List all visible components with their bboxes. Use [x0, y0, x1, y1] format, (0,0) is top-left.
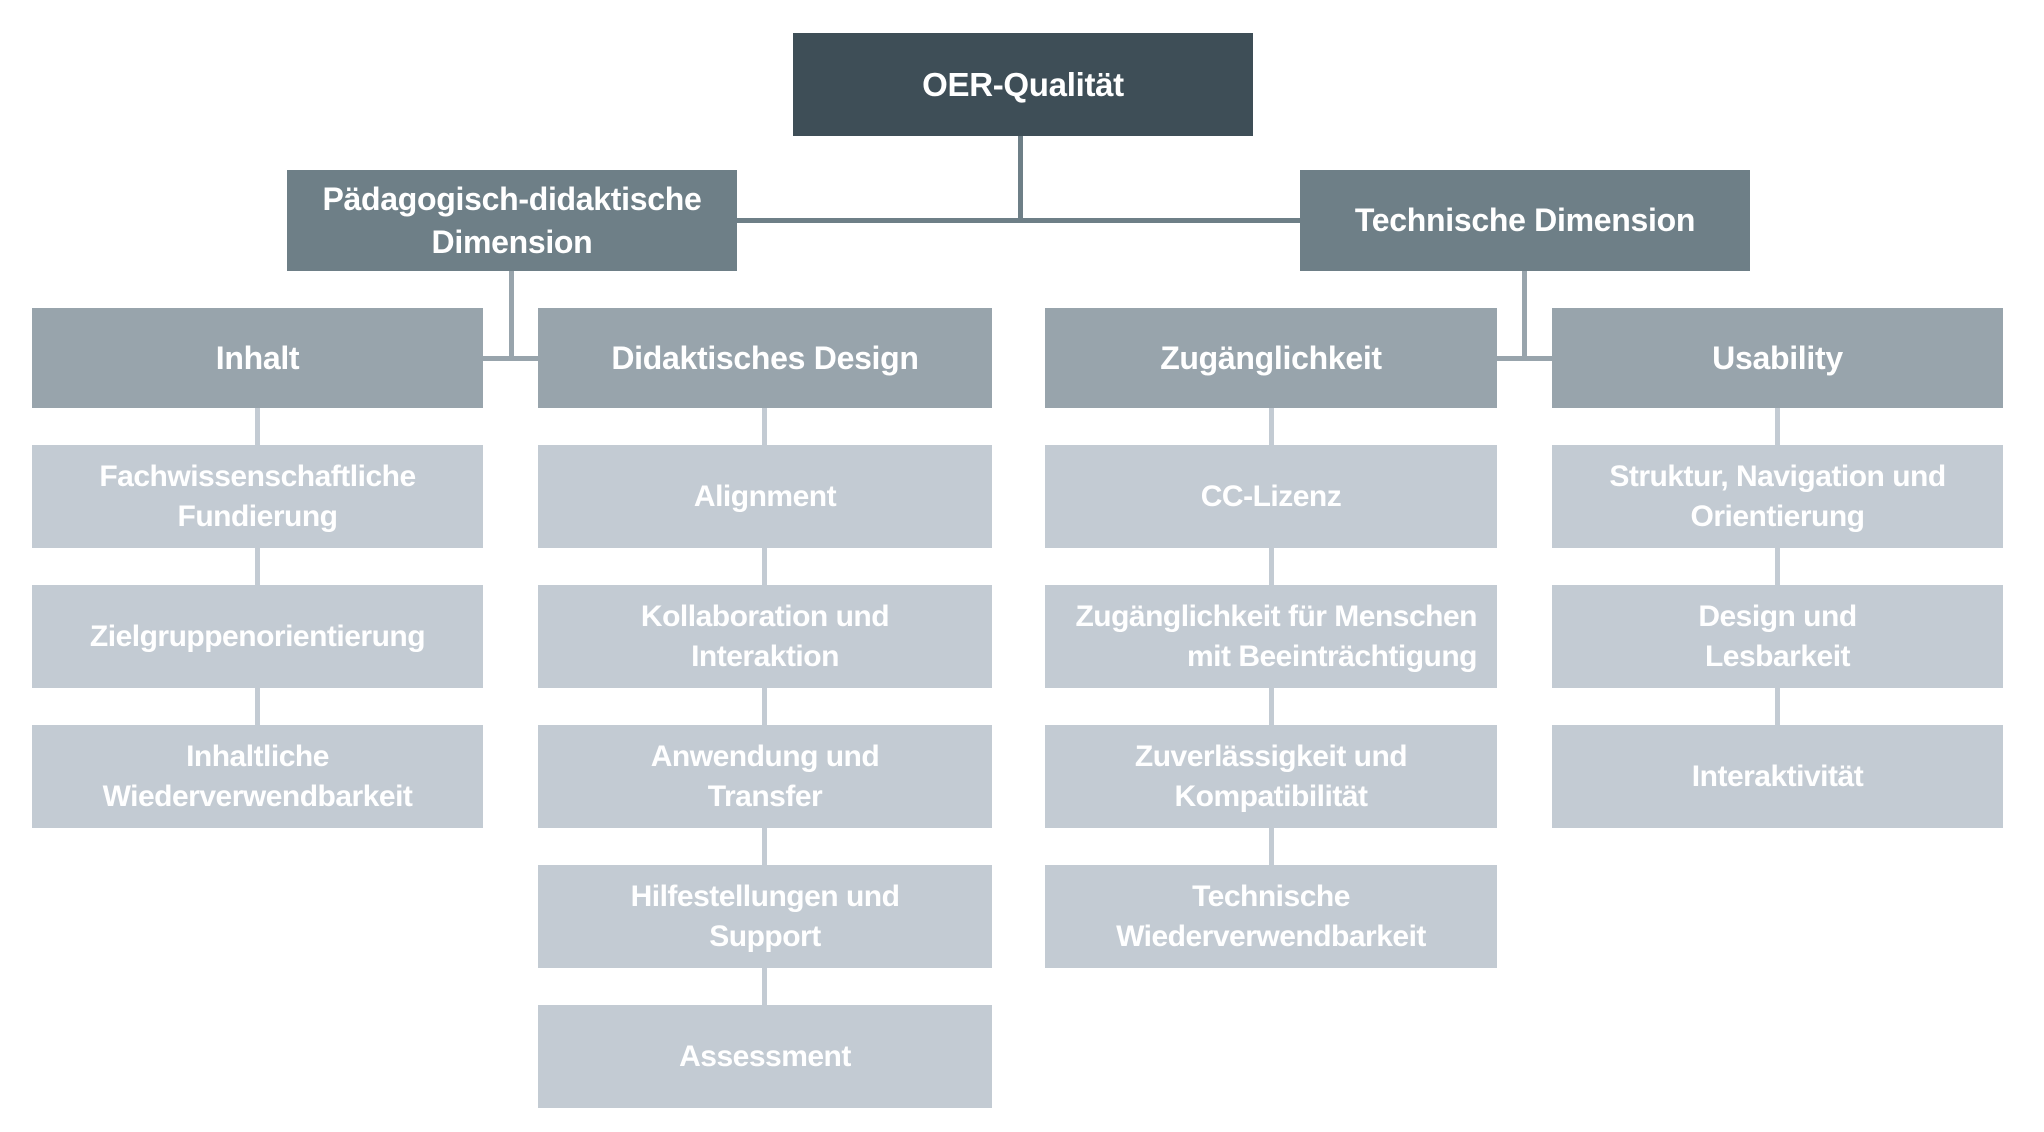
node-kollaboration-und-interaktion: Kollaboration und Interaktion — [538, 585, 992, 688]
connector-col3-gap2 — [1269, 547, 1274, 586]
node-interaktivitaet: Interaktivität — [1552, 725, 2003, 828]
connector-col1-gap3 — [255, 687, 260, 726]
node-zugaenglichkeit: Zugänglichkeit — [1045, 308, 1497, 408]
connector-root-vertical — [1018, 136, 1023, 220]
connector-col3-gap3 — [1269, 687, 1274, 726]
node-technische-dimension: Technische Dimension — [1300, 170, 1750, 271]
connector-col2-gap2 — [762, 547, 767, 586]
connector-col1-gap1 — [255, 407, 260, 446]
node-didaktisches-design: Didaktisches Design — [538, 308, 992, 408]
node-cc-lizenz: CC-Lizenz — [1045, 445, 1497, 548]
connector-col2-gap4 — [762, 827, 767, 866]
connector-col4-gap3 — [1775, 687, 1780, 726]
connector-col2-gap3 — [762, 687, 767, 726]
connector-col2-gap1 — [762, 407, 767, 446]
node-zuverlaessigkeit-und-kompatibilitaet: Zuverlässigkeit und Kompatibilität — [1045, 725, 1497, 828]
node-inhalt: Inhalt — [32, 308, 483, 408]
node-oer-qualitaet: OER-Qualität — [793, 33, 1253, 136]
connector-technisch-vertical — [1522, 271, 1527, 358]
connector-col1-gap2 — [255, 547, 260, 586]
node-hilfestellungen-und-support: Hilfestellungen und Support — [538, 865, 992, 968]
connector-technisch-horizontal — [1497, 356, 1552, 361]
node-inhaltliche-wiederverwendbarkeit: Inhaltliche Wiederverwendbarkeit — [32, 725, 483, 828]
node-paedagogisch-didaktische-dimension: Pädagogisch-didaktische Dimension — [287, 170, 737, 271]
node-assessment: Assessment — [538, 1005, 992, 1108]
node-zielgruppenorientierung: Zielgruppenorientierung — [32, 585, 483, 688]
connector-root-horizontal — [737, 218, 1300, 223]
node-fachwissenschaftliche-fundierung: Fachwissenschaftliche Fundierung — [32, 445, 483, 548]
node-struktur-navigation-und-orientierung: Struktur, Navigation und Orientierung — [1552, 445, 2003, 548]
node-technische-wiederverwendbarkeit: Technische Wiederverwendbarkeit — [1045, 865, 1497, 968]
node-zugaenglichkeit-fuer-menschen-mit-beeintraechtigung: Zugänglichkeit für Menschen mit Beeinträ… — [1045, 585, 1497, 688]
connector-paedagogisch-horizontal — [483, 356, 538, 361]
node-usability: Usability — [1552, 308, 2003, 408]
connector-paedagogisch-vertical — [509, 271, 514, 358]
connector-col4-gap1 — [1775, 407, 1780, 446]
node-alignment: Alignment — [538, 445, 992, 548]
connector-col4-gap2 — [1775, 547, 1780, 586]
connector-col3-gap4 — [1269, 827, 1274, 866]
node-design-und-lesbarkeit: Design und Lesbarkeit — [1552, 585, 2003, 688]
node-anwendung-und-transfer: Anwendung und Transfer — [538, 725, 992, 828]
connector-col3-gap1 — [1269, 407, 1274, 446]
connector-col2-gap5 — [762, 967, 767, 1006]
